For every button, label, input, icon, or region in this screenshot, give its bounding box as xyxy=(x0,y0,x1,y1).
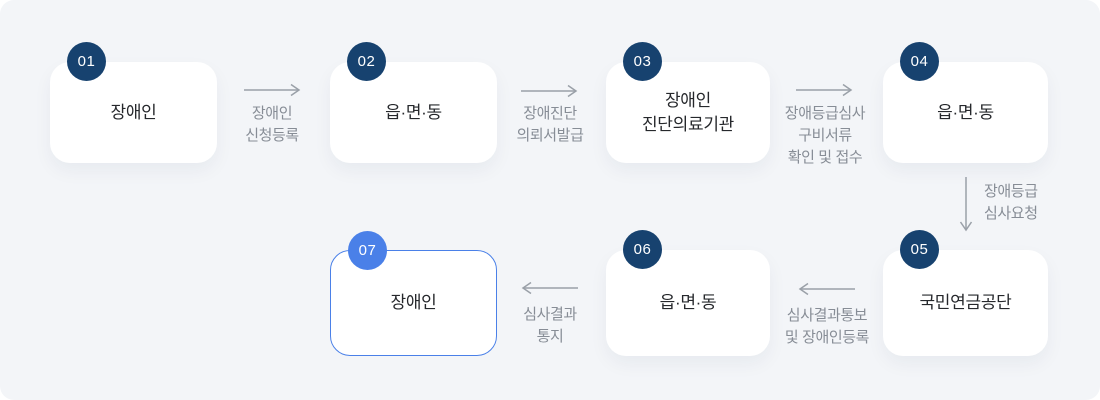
step-card-4: 04 읍·면·동 xyxy=(883,42,1048,163)
step-number-badge-4: 04 xyxy=(900,42,939,81)
step-title-line: 읍·면·동 xyxy=(659,293,717,312)
connector-label-5: 심사결과통보 및 장애인등록 xyxy=(765,305,889,349)
step-title-line: 장애인 xyxy=(390,293,437,312)
step-number-badge-3: 03 xyxy=(623,42,662,81)
connector-label-line: 장애등급심사 xyxy=(784,105,866,122)
step-card-1: 01 장애인 xyxy=(50,42,217,163)
step-card-2: 02 읍·면·동 xyxy=(330,42,497,163)
step-number-badge-1: 01 xyxy=(67,42,106,81)
step-number-badge-5: 05 xyxy=(900,230,939,269)
connector-label-line: 심사결과 xyxy=(523,306,577,323)
arrow-right-icon xyxy=(796,83,853,97)
step-title-1: 장애인 xyxy=(110,101,156,125)
step-number-badge-7: 07 xyxy=(348,231,387,270)
step-title-5: 국민연금공단 xyxy=(919,291,1011,315)
step-title-line: 진단의료기관 xyxy=(641,114,735,134)
step-title-6: 읍·면·동 xyxy=(660,291,717,315)
step-title-line: 국민연금공단 xyxy=(919,293,1012,312)
step-title-line: 장애인 xyxy=(110,102,157,122)
connector-label-line: 통지 xyxy=(536,328,564,345)
step-title-line: 장애인 xyxy=(664,90,711,110)
connector-label-line: 확인 및 접수 xyxy=(787,149,863,166)
step-title-2: 읍·면·동 xyxy=(385,101,442,125)
connector-label-2: 장애진단 의뢰서발급 xyxy=(490,103,610,147)
connector-label-line: 구비서류 xyxy=(798,127,852,144)
arrow-right-icon xyxy=(244,83,301,97)
connector-label-line: 의뢰서발급 xyxy=(516,127,584,144)
connector-label-4: 장애등급 심사요청 xyxy=(984,181,1084,225)
connector-label-3: 장애등급심사 구비서류 확인 및 접수 xyxy=(763,103,887,169)
arrow-left-icon xyxy=(521,281,578,295)
connector-label-line: 장애인 xyxy=(251,105,293,122)
step-title-line: 읍·면·동 xyxy=(937,102,994,122)
step-card-5: 05 국민연금공단 xyxy=(883,230,1048,356)
step-card-6: 06 읍·면·동 xyxy=(606,230,770,356)
arrow-right-icon xyxy=(521,84,578,98)
step-title-3: 장애인 진단의료기관 xyxy=(642,89,734,137)
step-card-7: 07 장애인 xyxy=(330,231,497,356)
step-number-badge-2: 02 xyxy=(347,42,386,81)
connector-label-line: 심사요청 xyxy=(984,205,1038,222)
connector-label-line: 장애진단 xyxy=(523,105,577,122)
connector-label-line: 신청등록 xyxy=(245,127,299,144)
step-title-line: 읍·면·동 xyxy=(385,102,442,122)
connector-label-line: 및 장애인등록 xyxy=(784,329,870,346)
step-card-3: 03 장애인 진단의료기관 xyxy=(606,42,770,163)
connector-label-1: 장애인 신청등록 xyxy=(212,103,332,147)
arrow-down-icon xyxy=(959,177,973,232)
step-title-4: 읍·면·동 xyxy=(937,101,994,125)
connector-label-line: 장애등급 xyxy=(984,183,1038,200)
connector-label-6: 심사결과 통지 xyxy=(490,304,610,348)
arrow-left-icon xyxy=(798,282,855,296)
step-number-badge-6: 06 xyxy=(623,230,662,269)
step-title-7: 장애인 xyxy=(390,291,436,315)
connector-label-line: 심사결과통보 xyxy=(786,307,868,324)
